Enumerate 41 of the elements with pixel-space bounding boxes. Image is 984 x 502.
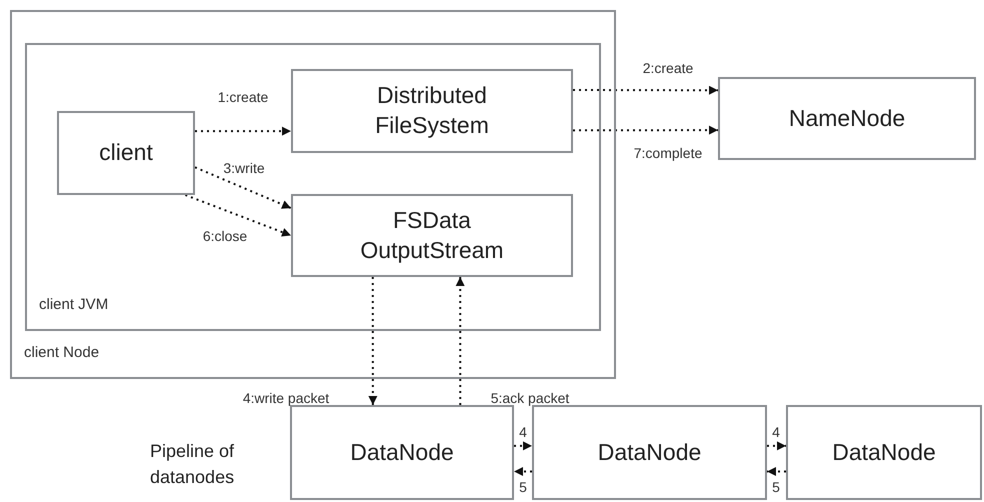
container-label: client JVM bbox=[39, 296, 108, 315]
edge-label: 5 bbox=[518, 480, 528, 494]
dotted-arrow bbox=[368, 277, 378, 405]
node-label: FSData OutputStream bbox=[359, 206, 505, 265]
process-box bbox=[532, 405, 767, 500]
container-label: client Node bbox=[24, 344, 100, 363]
node-label: DataNode bbox=[598, 438, 702, 467]
dotted-arrow bbox=[514, 441, 532, 450]
process-box bbox=[290, 405, 514, 500]
dotted-arrow bbox=[194, 166, 292, 210]
edge-label: 6:close bbox=[202, 229, 248, 243]
edge-label: 4:write packet bbox=[242, 391, 330, 405]
dotted-arrow bbox=[573, 86, 718, 95]
dotted-arrow bbox=[514, 467, 532, 476]
edge-label: 3:write bbox=[222, 161, 266, 175]
node-label: DataNode bbox=[832, 438, 936, 467]
container-box bbox=[10, 10, 616, 379]
edge-label: 5 bbox=[771, 480, 781, 494]
process-box bbox=[786, 405, 982, 500]
process-box bbox=[291, 69, 573, 153]
edge-label: 4 bbox=[518, 425, 528, 439]
node-label: NameNode bbox=[788, 104, 906, 133]
edge-label: 7:complete bbox=[632, 146, 704, 160]
dotted-arrow bbox=[767, 467, 786, 476]
node-label: client bbox=[99, 138, 153, 168]
dotted-arrow bbox=[195, 126, 291, 136]
process-box bbox=[291, 194, 573, 277]
process-box bbox=[718, 77, 976, 160]
node-label: DataNode bbox=[350, 438, 454, 467]
edge-label: 5:ack packet bbox=[490, 391, 570, 405]
node-label: Distributed FileSystem bbox=[374, 81, 490, 140]
dotted-arrow bbox=[456, 277, 465, 405]
edge-label: 2:create bbox=[642, 61, 694, 75]
process-box bbox=[57, 111, 195, 195]
dotted-arrow bbox=[184, 194, 292, 236]
pipeline-label: Pipeline of datanodes bbox=[150, 440, 236, 490]
edge-label: 4 bbox=[771, 425, 781, 439]
dotted-arrow bbox=[767, 441, 786, 450]
container-box bbox=[25, 43, 601, 331]
edge-label: 1:create bbox=[216, 90, 270, 104]
dotted-arrow bbox=[573, 126, 718, 135]
